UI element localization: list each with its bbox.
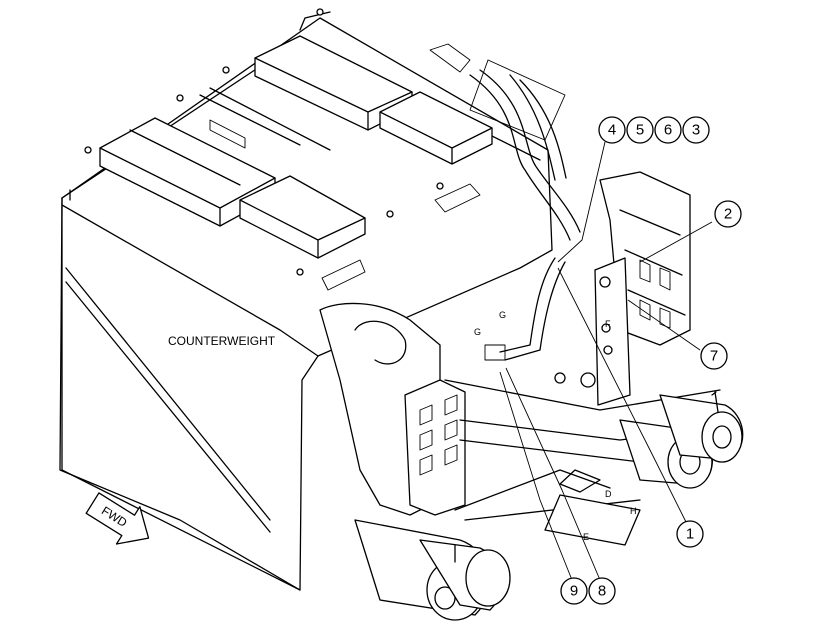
callout-4: 4	[598, 116, 626, 144]
svg-text:2: 2	[724, 206, 732, 223]
svg-text:1: 1	[686, 526, 694, 543]
cables	[429, 43, 581, 361]
svg-text:7: 7	[710, 348, 718, 365]
svg-text:6: 6	[664, 122, 672, 139]
callout-2: 2	[714, 200, 742, 228]
svg-text:3: 3	[692, 122, 700, 139]
svg-text:9: 9	[570, 583, 578, 600]
fwd-arrow: FWD	[85, 492, 150, 545]
small-marks: G G D H E F	[474, 310, 637, 542]
svg-text:5: 5	[636, 122, 644, 139]
mark-g2: G	[499, 310, 506, 320]
mark-h: H	[630, 506, 637, 516]
center-bracket	[319, 302, 466, 516]
mark-d: D	[605, 489, 612, 499]
callout-1: 1	[676, 520, 704, 548]
lower-frame	[444, 372, 721, 546]
callout-8: 8	[588, 577, 616, 605]
counterweight-label: COUNTERWEIGHT	[168, 334, 276, 348]
svg-text:4: 4	[608, 122, 616, 139]
mark-f1: F	[605, 319, 611, 329]
mark-e: E	[583, 532, 589, 542]
callout-6: 6	[654, 116, 682, 144]
leader-lines	[499, 141, 713, 581]
callout-7: 7	[700, 342, 728, 370]
callout-5: 5	[626, 116, 654, 144]
right-frame	[594, 171, 691, 406]
callout-3: 3	[682, 116, 710, 144]
svg-text:8: 8	[598, 583, 606, 600]
battery-trays	[84, 8, 493, 291]
mark-g1: G	[474, 327, 481, 337]
pin-lugs	[354, 391, 744, 621]
callout-9: 9	[560, 577, 588, 605]
